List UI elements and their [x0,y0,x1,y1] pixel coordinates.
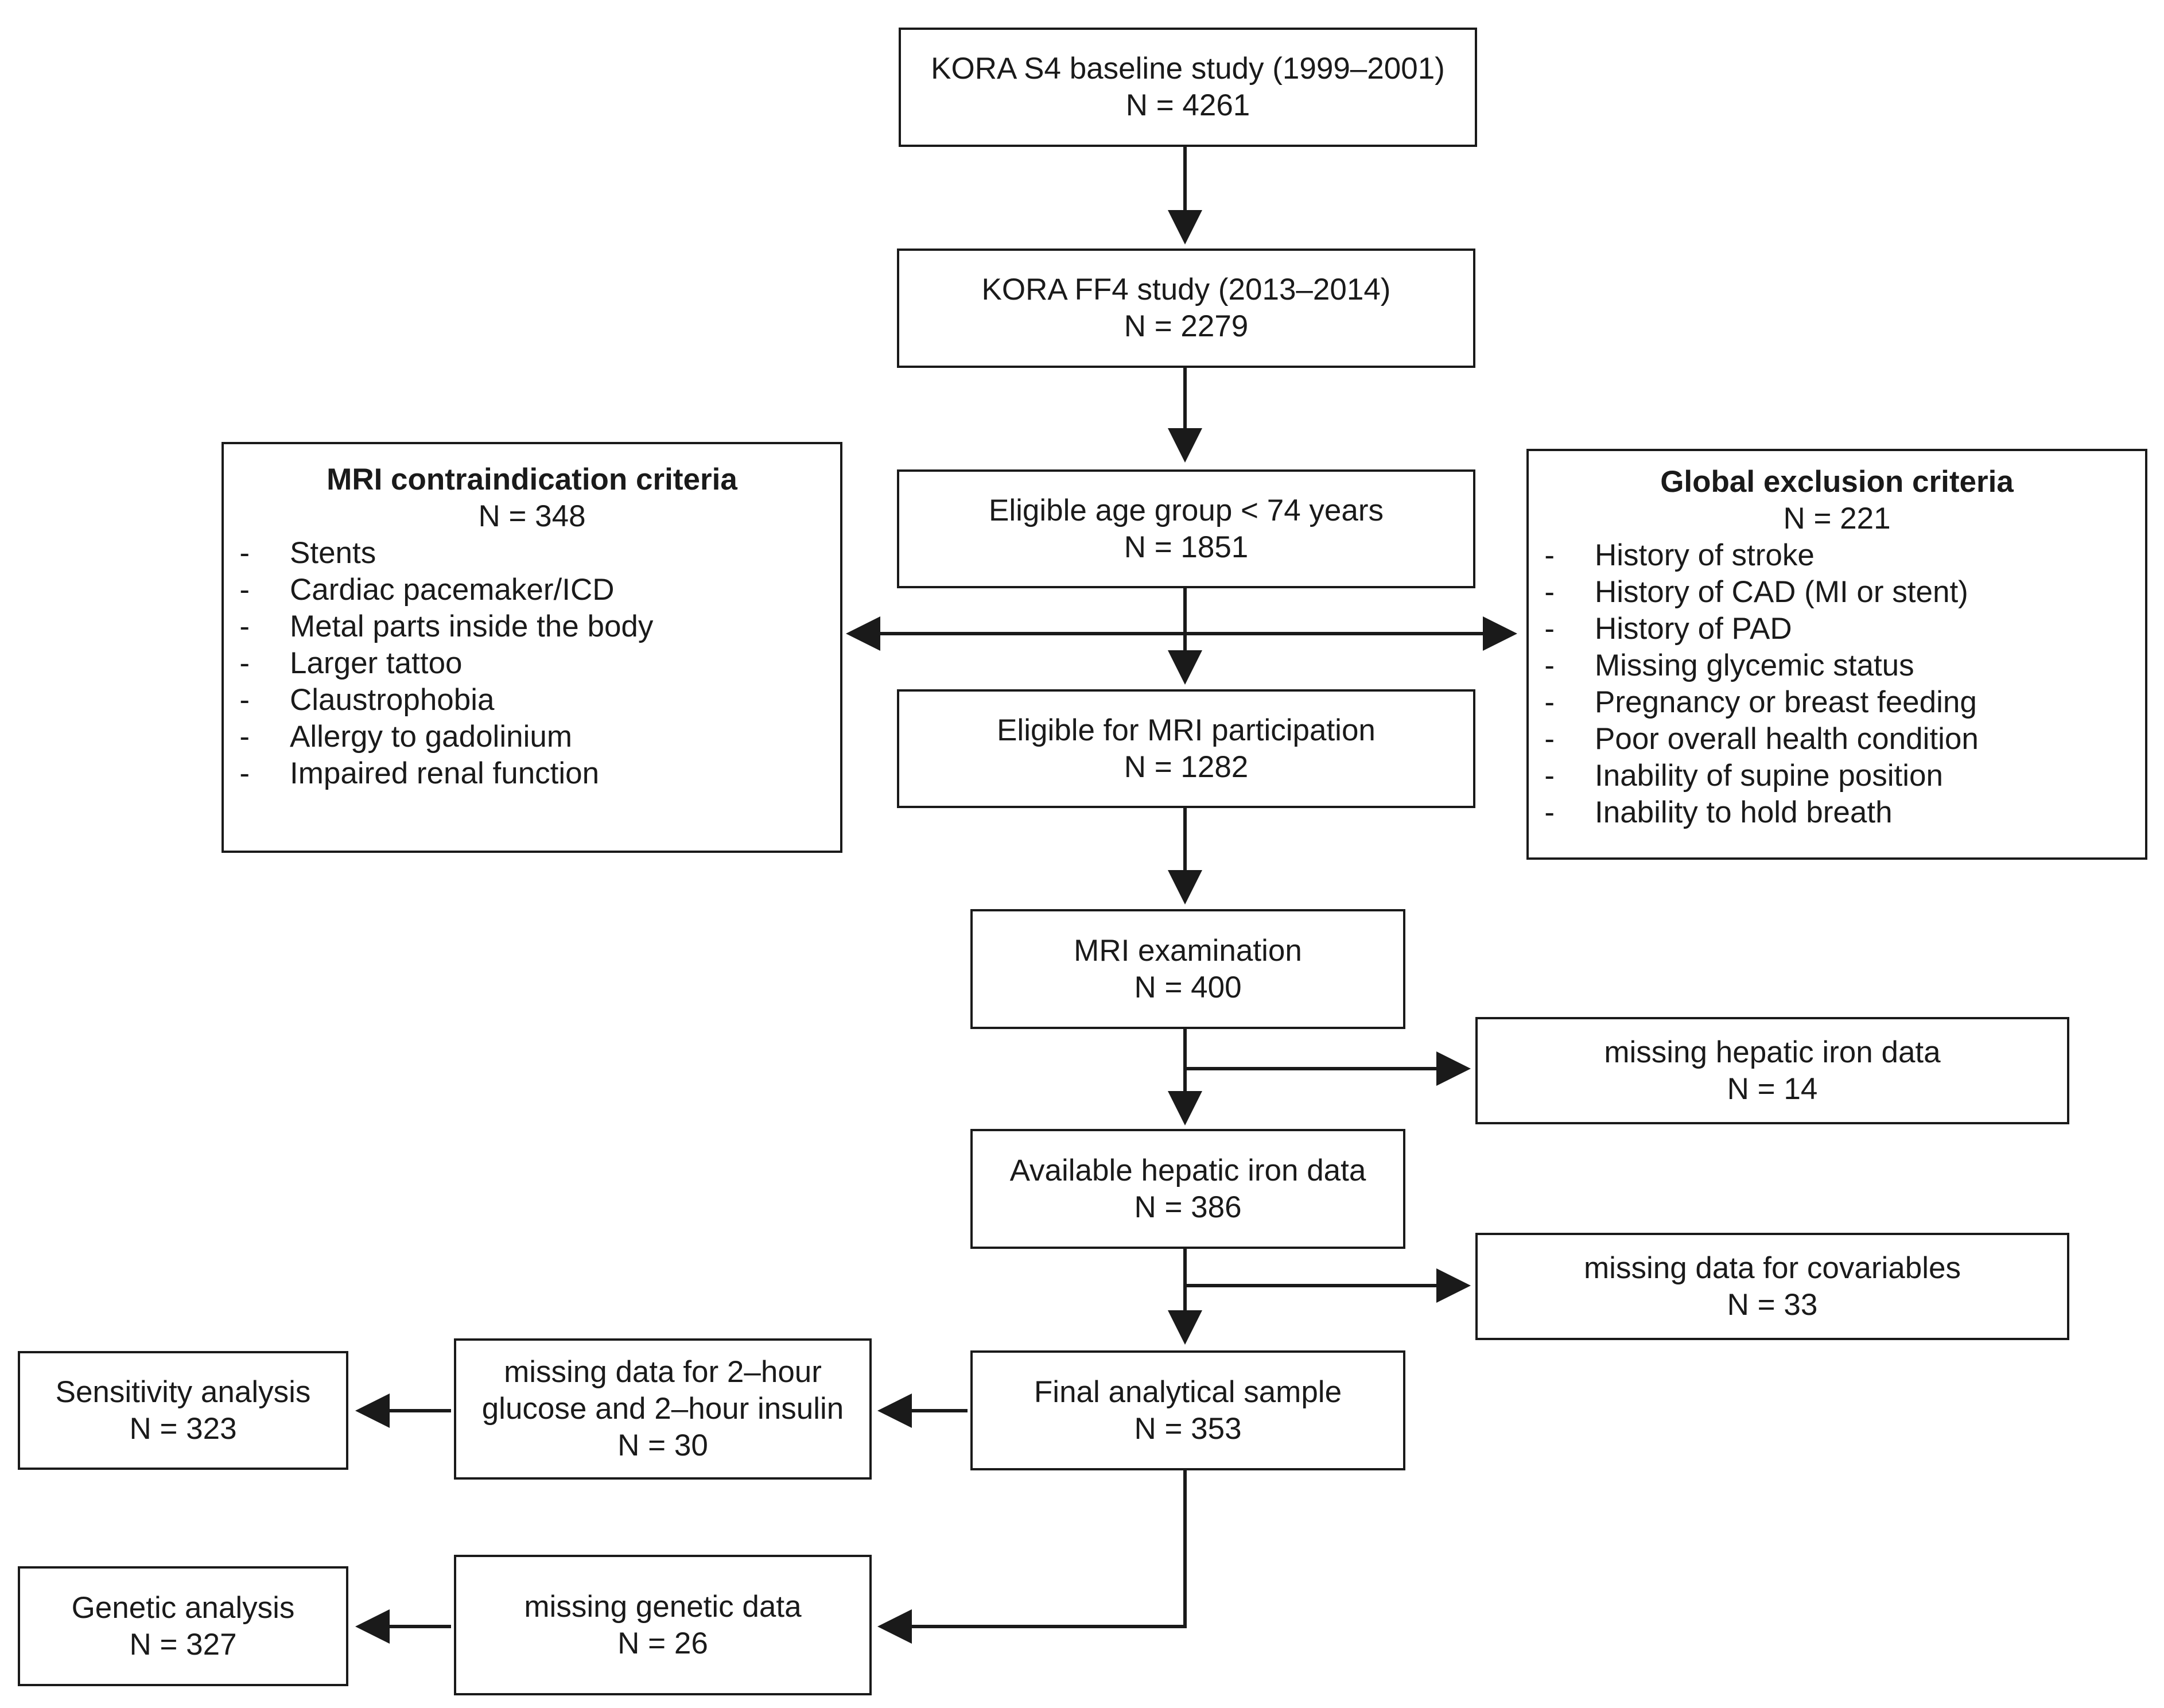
list-item: - Cardiac pacemaker/ICD [224,572,840,608]
missing-covariables-box: missing data for covariables N = 33 [1475,1233,2069,1340]
bullet-dash: - [1544,722,1555,756]
list-item-label: Stents [290,536,376,570]
missing-genetic-count: N = 26 [617,1626,708,1660]
sensitivity-title: Sensitivity analysis [55,1375,311,1409]
final-sample-title: Final analytical sample [1034,1375,1342,1409]
eligible-age-count: N = 1851 [1124,530,1249,564]
bullet-dash: - [1544,685,1555,719]
eligible-mri-box: Eligible for MRI participation N = 1282 [897,689,1475,808]
list-item: - Larger tattoo [224,645,840,682]
list-item-label: Cardiac pacemaker/ICD [290,573,615,607]
list-item: - Metal parts inside the body [224,608,840,645]
list-item-label: History of PAD [1595,612,1792,646]
mri-exam-box: MRI examination N = 400 [970,909,1405,1029]
list-item: - Impaired renal function [224,755,840,792]
list-item: - History of stroke [1529,537,2145,574]
eligible-age-box: Eligible age group < 74 years N = 1851 [897,469,1475,588]
sensitivity-box: Sensitivity analysis N = 323 [18,1351,348,1470]
missing-genetic-box: missing genetic data N = 26 [454,1555,872,1695]
bullet-dash: - [1544,612,1555,646]
list-item-label: Larger tattoo [290,646,463,680]
missing-glucose-line1: missing data for 2–hour [504,1355,822,1389]
list-item-label: Pregnancy or breast feeding [1595,685,1977,719]
list-item-label: Inability to hold breath [1595,795,1893,829]
global-exclusion-count: N = 221 [1783,502,1891,535]
bullet-dash: - [1544,795,1555,829]
missing-glucose-line2: glucose and 2–hour insulin [481,1392,844,1426]
missing-iron-title: missing hepatic iron data [1604,1035,1941,1069]
list-item: - Poor overall health condition [1529,721,2145,758]
bullet-dash: - [239,573,250,607]
list-item-label: Claustrophobia [290,683,495,717]
genetic-count: N = 327 [129,1627,237,1662]
missing-genetic-title: missing genetic data [524,1589,802,1624]
sensitivity-count: N = 323 [129,1411,237,1446]
final-sample-count: N = 353 [1134,1411,1242,1446]
list-item: - History of CAD (MI or stent) [1529,574,2145,611]
available-iron-box: Available hepatic iron data N = 386 [970,1129,1405,1249]
missing-covariables-count: N = 33 [1727,1287,1818,1322]
list-item-label: Missing glycemic status [1595,649,1914,682]
global-exclusion-title: Global exclusion criteria [1660,465,2014,499]
eligible-mri-count: N = 1282 [1124,750,1249,784]
kora-ff4-title: KORA FF4 study (2013–2014) [981,273,1391,306]
list-item-label: Metal parts inside the body [290,610,654,643]
bullet-dash: - [239,683,250,717]
mri-exam-title: MRI examination [1074,933,1302,968]
list-item-label: History of stroke [1595,538,1815,572]
bullet-dash: - [1544,759,1555,793]
kora-s4-title: KORA S4 baseline study (1999–2001) [931,52,1445,86]
eligible-age-title: Eligible age group < 74 years [989,493,1384,527]
kora-ff4-box: KORA FF4 study (2013–2014) N = 2279 [897,249,1475,368]
available-iron-title: Available hepatic iron data [1009,1153,1366,1187]
bullet-dash: - [1544,575,1555,609]
missing-iron-count: N = 14 [1727,1072,1818,1106]
mri-contraindication-title: MRI contraindication criteria [327,463,737,496]
bullet-dash: - [239,646,250,680]
missing-glucose-box: missing data for 2–hour glucose and 2–ho… [454,1338,872,1480]
list-item: - Missing glycemic status [1529,647,2145,684]
final-sample-box: Final analytical sample N = 353 [970,1350,1405,1470]
bullet-dash: - [239,536,250,570]
global-exclusion-box: Global exclusion criteria N = 221 - Histo… [1526,449,2147,860]
list-item-label: Inability of supine position [1595,759,1943,793]
list-item-label: Impaired renal function [290,756,600,790]
missing-covariables-title: missing data for covariables [1584,1251,1961,1285]
missing-glucose-count: N = 30 [617,1428,708,1462]
bullet-dash: - [239,756,250,790]
arrow-final-to-missing-genetic [877,1470,1187,1644]
list-item: - Claustrophobia [224,682,840,719]
list-item: - Allergy to gadolinium [224,719,840,755]
list-item: - Pregnancy or breast feeding [1529,684,2145,721]
kora-s4-count: N = 4261 [1125,88,1250,122]
kora-ff4-count: N = 2279 [1124,309,1249,343]
bullet-dash: - [1544,538,1555,572]
mri-contraindication-list: - Stents - Cardiac pacemaker/ICD - Metal pa… [224,535,840,792]
list-item-label: Allergy to gadolinium [290,720,572,754]
kora-s4-box: KORA S4 baseline study (1999–2001) N = 4… [899,28,1477,147]
genetic-box: Genetic analysis N = 327 [18,1566,348,1686]
list-item: - Inability to hold breath [1529,794,2145,831]
bullet-dash: - [239,720,250,754]
global-exclusion-list: - History of stroke - History of CAD (MI o… [1529,537,2145,831]
genetic-title: Genetic analysis [71,1590,295,1625]
list-item: - History of PAD [1529,611,2145,647]
eligible-mri-title: Eligible for MRI participation [997,713,1376,747]
mri-exam-count: N = 400 [1134,970,1242,1004]
list-item-label: Poor overall health condition [1595,722,1979,756]
mri-contraindication-box: MRI contraindication criteria N = 348 - S… [222,442,842,853]
missing-iron-box: missing hepatic iron data N = 14 [1475,1017,2069,1124]
list-item: - Stents [224,535,840,572]
mri-contraindication-count: N = 348 [478,499,586,533]
list-item: - Inability of supine position [1529,758,2145,794]
bullet-dash: - [1544,649,1555,682]
available-iron-count: N = 386 [1134,1190,1242,1224]
bullet-dash: - [239,610,250,643]
list-item-label: History of CAD (MI or stent) [1595,575,1968,609]
